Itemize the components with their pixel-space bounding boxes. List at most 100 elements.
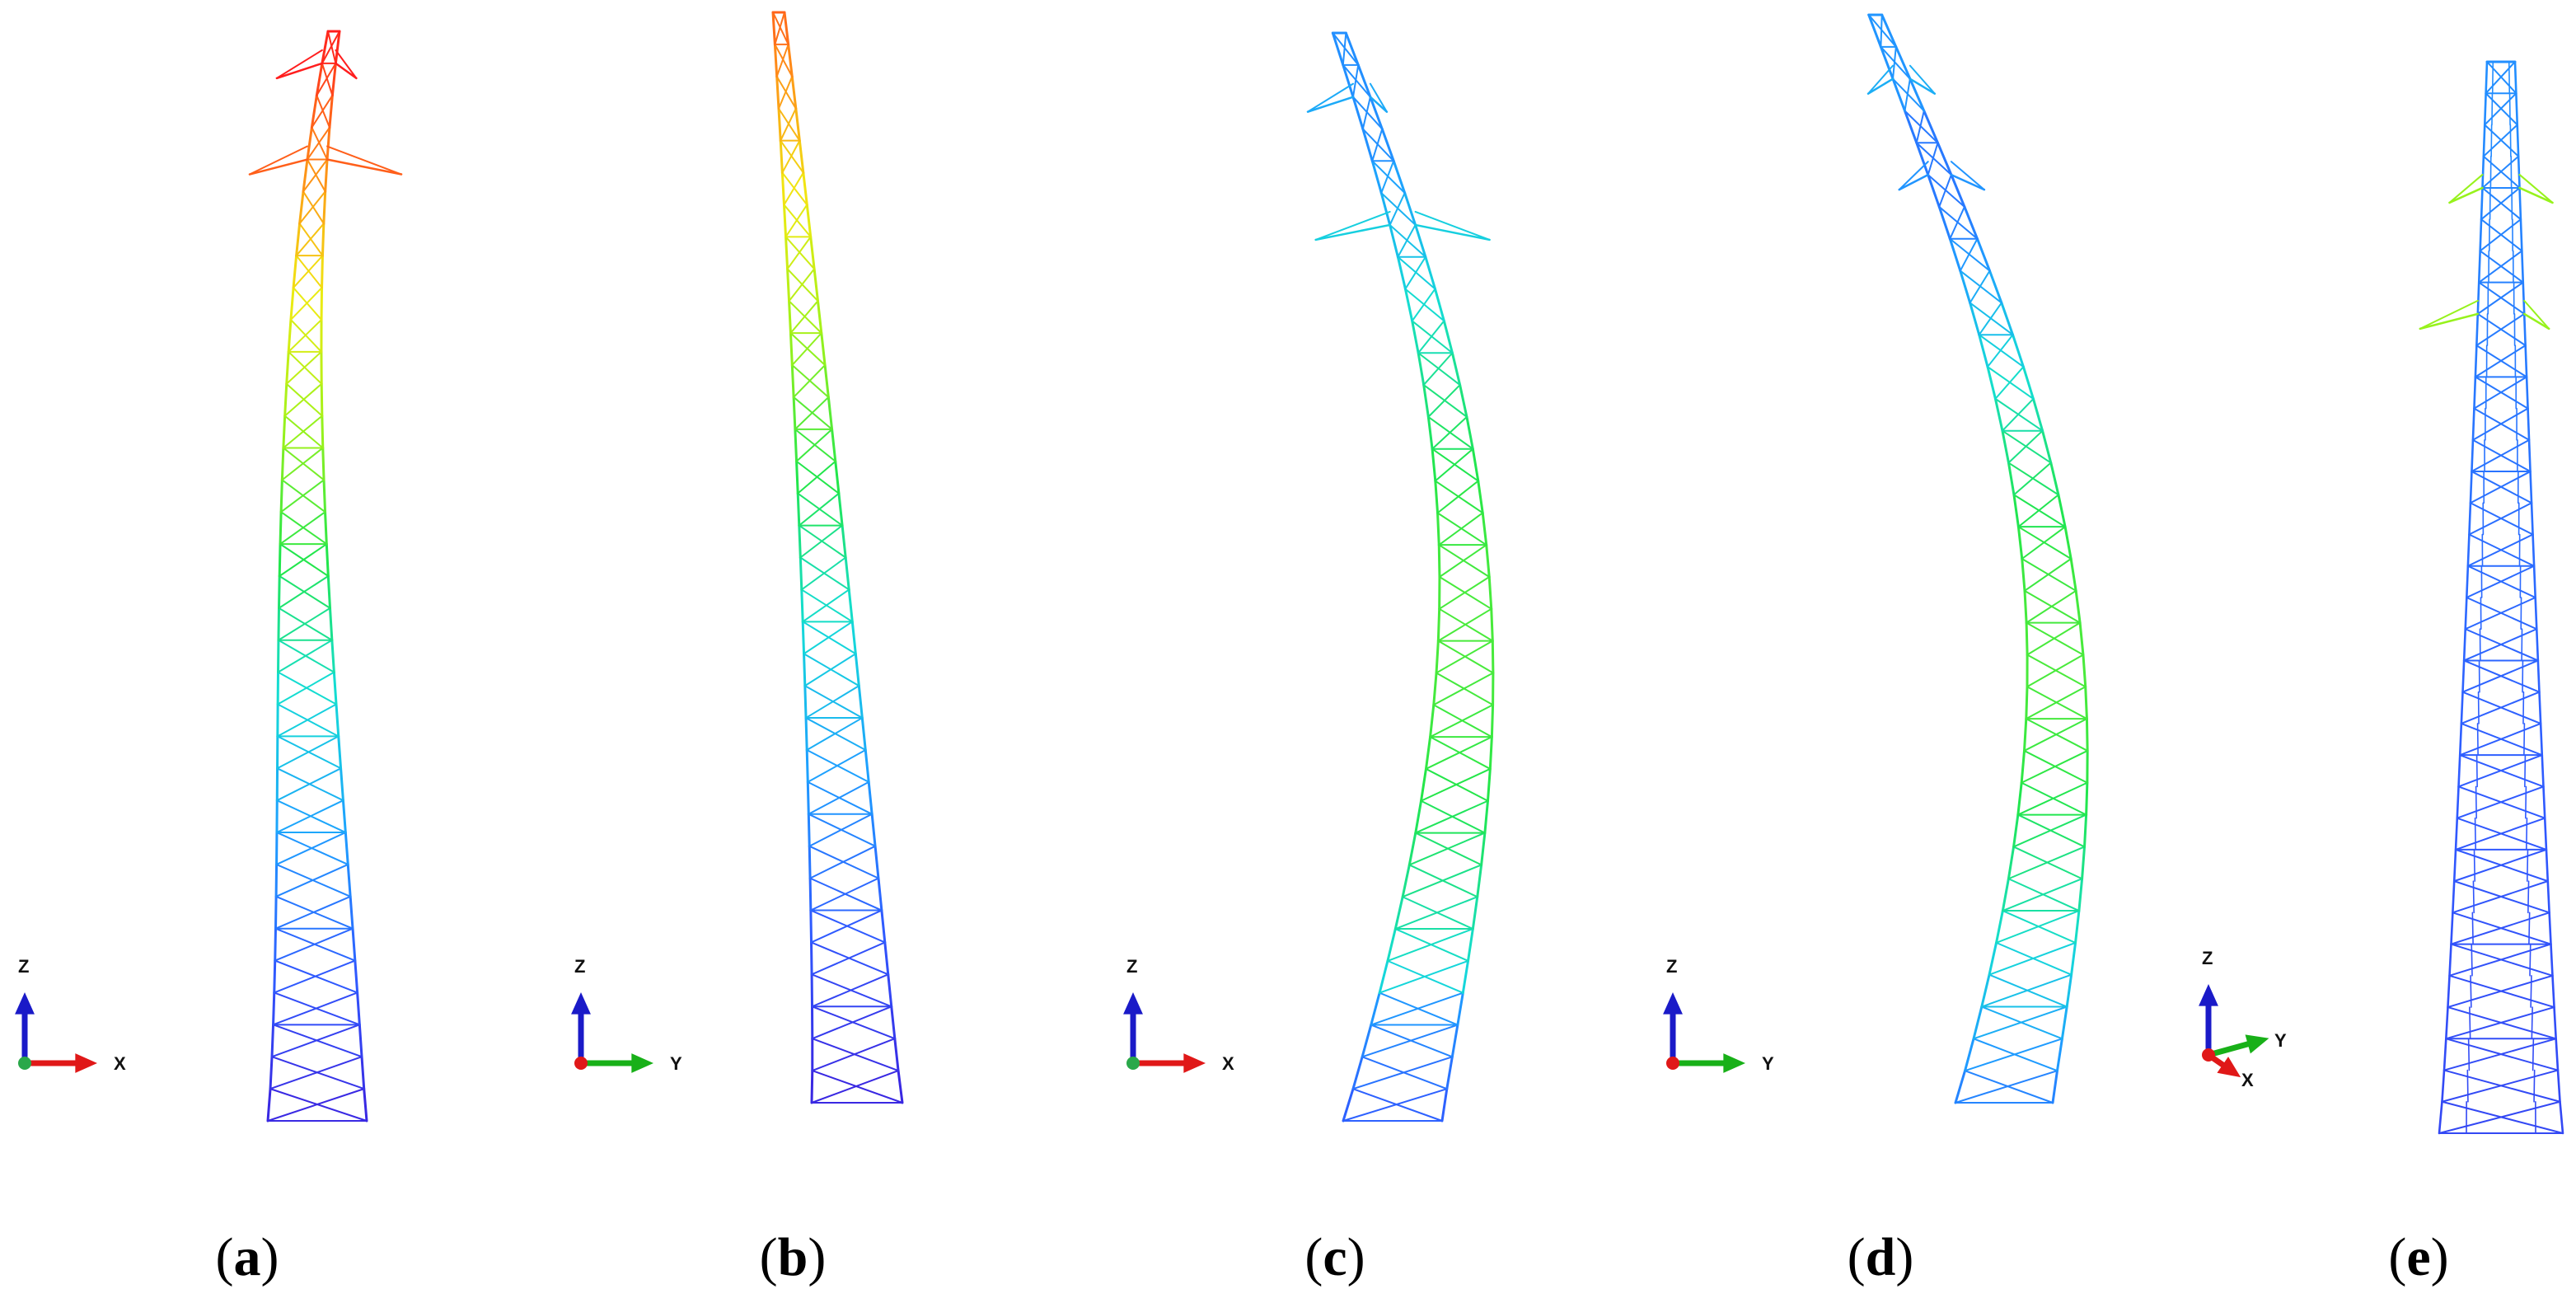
tower-b-brace xyxy=(774,43,794,77)
tower-a-crossarm xyxy=(275,62,324,80)
tower-d-leg xyxy=(1988,941,1998,977)
tower-e-leg xyxy=(2468,501,2472,536)
tower-b-brace xyxy=(781,171,808,206)
tower-c-leg xyxy=(1407,832,1417,866)
tower-b-brace xyxy=(800,588,854,623)
tower-c-leg xyxy=(1369,96,1384,130)
axis-horizontal-label: X xyxy=(1222,1053,1234,1074)
tower-a-leg xyxy=(326,574,331,610)
tower-d-brace xyxy=(2021,781,2087,816)
tower-e-leg xyxy=(2477,250,2481,284)
tower-c-brace xyxy=(1438,607,1494,642)
tower-d-brace xyxy=(2012,494,2067,528)
tower-e-crossarm xyxy=(2522,312,2550,330)
tower-d-brace xyxy=(1978,334,2025,368)
axis-horizontal-arrow-head xyxy=(2245,1034,2269,1054)
tower-a-leg xyxy=(344,831,349,866)
tower-b-leg xyxy=(841,524,847,559)
tower-a-leg xyxy=(302,158,309,193)
tower-d-brace xyxy=(2023,749,2088,784)
tower-c-leg xyxy=(1429,703,1436,738)
tower-c-leg xyxy=(1401,863,1411,898)
tower-d-leg xyxy=(1954,1069,1967,1104)
tower-d-leg xyxy=(1879,45,1895,81)
tower-c-brace xyxy=(1379,991,1459,1026)
tower-c-brace xyxy=(1389,223,1426,258)
tower-a-leg xyxy=(351,927,357,963)
tower-c-leg xyxy=(1378,959,1389,995)
tower-c-leg xyxy=(1351,96,1365,130)
tower-e-leg xyxy=(2471,407,2475,442)
tower-d-leg xyxy=(2051,1069,2058,1104)
tower-a-leg xyxy=(274,895,278,930)
tower-e-brace xyxy=(2441,1100,2564,1134)
tower-a-brace xyxy=(316,62,337,96)
tower-d-brace xyxy=(1980,1005,2063,1040)
tower-b-leg xyxy=(808,845,812,880)
tower-b-leg xyxy=(802,171,808,206)
tower-c-brace xyxy=(1394,928,1469,962)
tower-e-brace xyxy=(2461,691,2542,724)
tower-e-leg xyxy=(2545,848,2550,883)
tower-c-leg xyxy=(1432,671,1438,706)
tower-b-leg xyxy=(775,75,780,110)
tower-a-leg xyxy=(326,126,331,162)
tower-e-leg xyxy=(2542,785,2546,819)
tower-b-leg xyxy=(844,556,850,591)
tower-e-inner-leg xyxy=(2491,61,2494,95)
tower-d-leg xyxy=(2055,1037,2063,1072)
tower-a-leg xyxy=(360,1055,366,1090)
tower-b-leg xyxy=(887,973,893,1008)
tower-e-brace xyxy=(2464,628,2539,662)
tower-e-leg xyxy=(2524,344,2528,378)
tower-e-leg xyxy=(2460,691,2464,725)
axis-origin-dot xyxy=(1666,1057,1679,1070)
tower-e-inner-leg xyxy=(2530,975,2532,1008)
tower-b-brace xyxy=(791,364,830,398)
tower-c-leg xyxy=(1403,191,1417,227)
tower-d-leg xyxy=(2007,845,2016,880)
tower-d-leg xyxy=(2007,462,2016,496)
tower-c-leg xyxy=(1434,480,1440,514)
tower-c-leg xyxy=(1486,767,1492,803)
tower-c-leg xyxy=(1490,607,1494,643)
tower-c-brace xyxy=(1380,192,1417,226)
tower-c-leg xyxy=(1471,448,1480,483)
tower-c-brace xyxy=(1370,1024,1454,1058)
tower-e-brace xyxy=(2468,533,2536,567)
panel-b-label: b xyxy=(777,1227,808,1287)
tower-e-leg xyxy=(2464,596,2468,630)
tower-d-leg xyxy=(2031,397,2044,433)
panel-a-label: a xyxy=(233,1227,261,1287)
panel-c-label: c xyxy=(1323,1227,1347,1287)
tower-e-leg xyxy=(2452,848,2457,883)
tower-a-leg xyxy=(340,766,344,802)
tower-e-brace xyxy=(2463,659,2541,693)
axis-vertical-label: Z xyxy=(18,956,29,977)
tower-e-leg xyxy=(2530,501,2534,536)
tower-d-crossarm xyxy=(1909,77,1937,95)
tower-d-brace xyxy=(2016,813,2086,848)
tower-b-brace xyxy=(799,556,850,591)
tower-a-leg xyxy=(321,30,330,65)
tower-e-crossarm xyxy=(2419,312,2480,330)
tower-b-leg xyxy=(803,652,807,687)
tower-d-brace xyxy=(2012,846,2083,880)
tower-e-leg xyxy=(2538,691,2542,725)
tower-e-brace xyxy=(2452,912,2552,945)
tower-b-leg xyxy=(800,588,804,623)
tower-c-leg xyxy=(1342,1087,1355,1123)
tower-a-brace xyxy=(275,863,352,898)
tower-c-brace xyxy=(1408,864,1478,898)
tower-e-leg xyxy=(2518,186,2522,221)
axis-depth-arrow-head xyxy=(2217,1057,2241,1078)
tower-a-brace xyxy=(283,415,324,449)
tower-d-leg xyxy=(1867,13,1882,49)
tower-d-leg xyxy=(1950,173,1966,209)
tower-a-leg xyxy=(278,542,282,578)
tower-b-leg xyxy=(792,396,797,431)
tower-e-leg xyxy=(2447,974,2451,1009)
tower-c-leg xyxy=(1386,927,1397,963)
tower-b-brace xyxy=(777,107,801,142)
tower-b-brace xyxy=(783,204,812,238)
